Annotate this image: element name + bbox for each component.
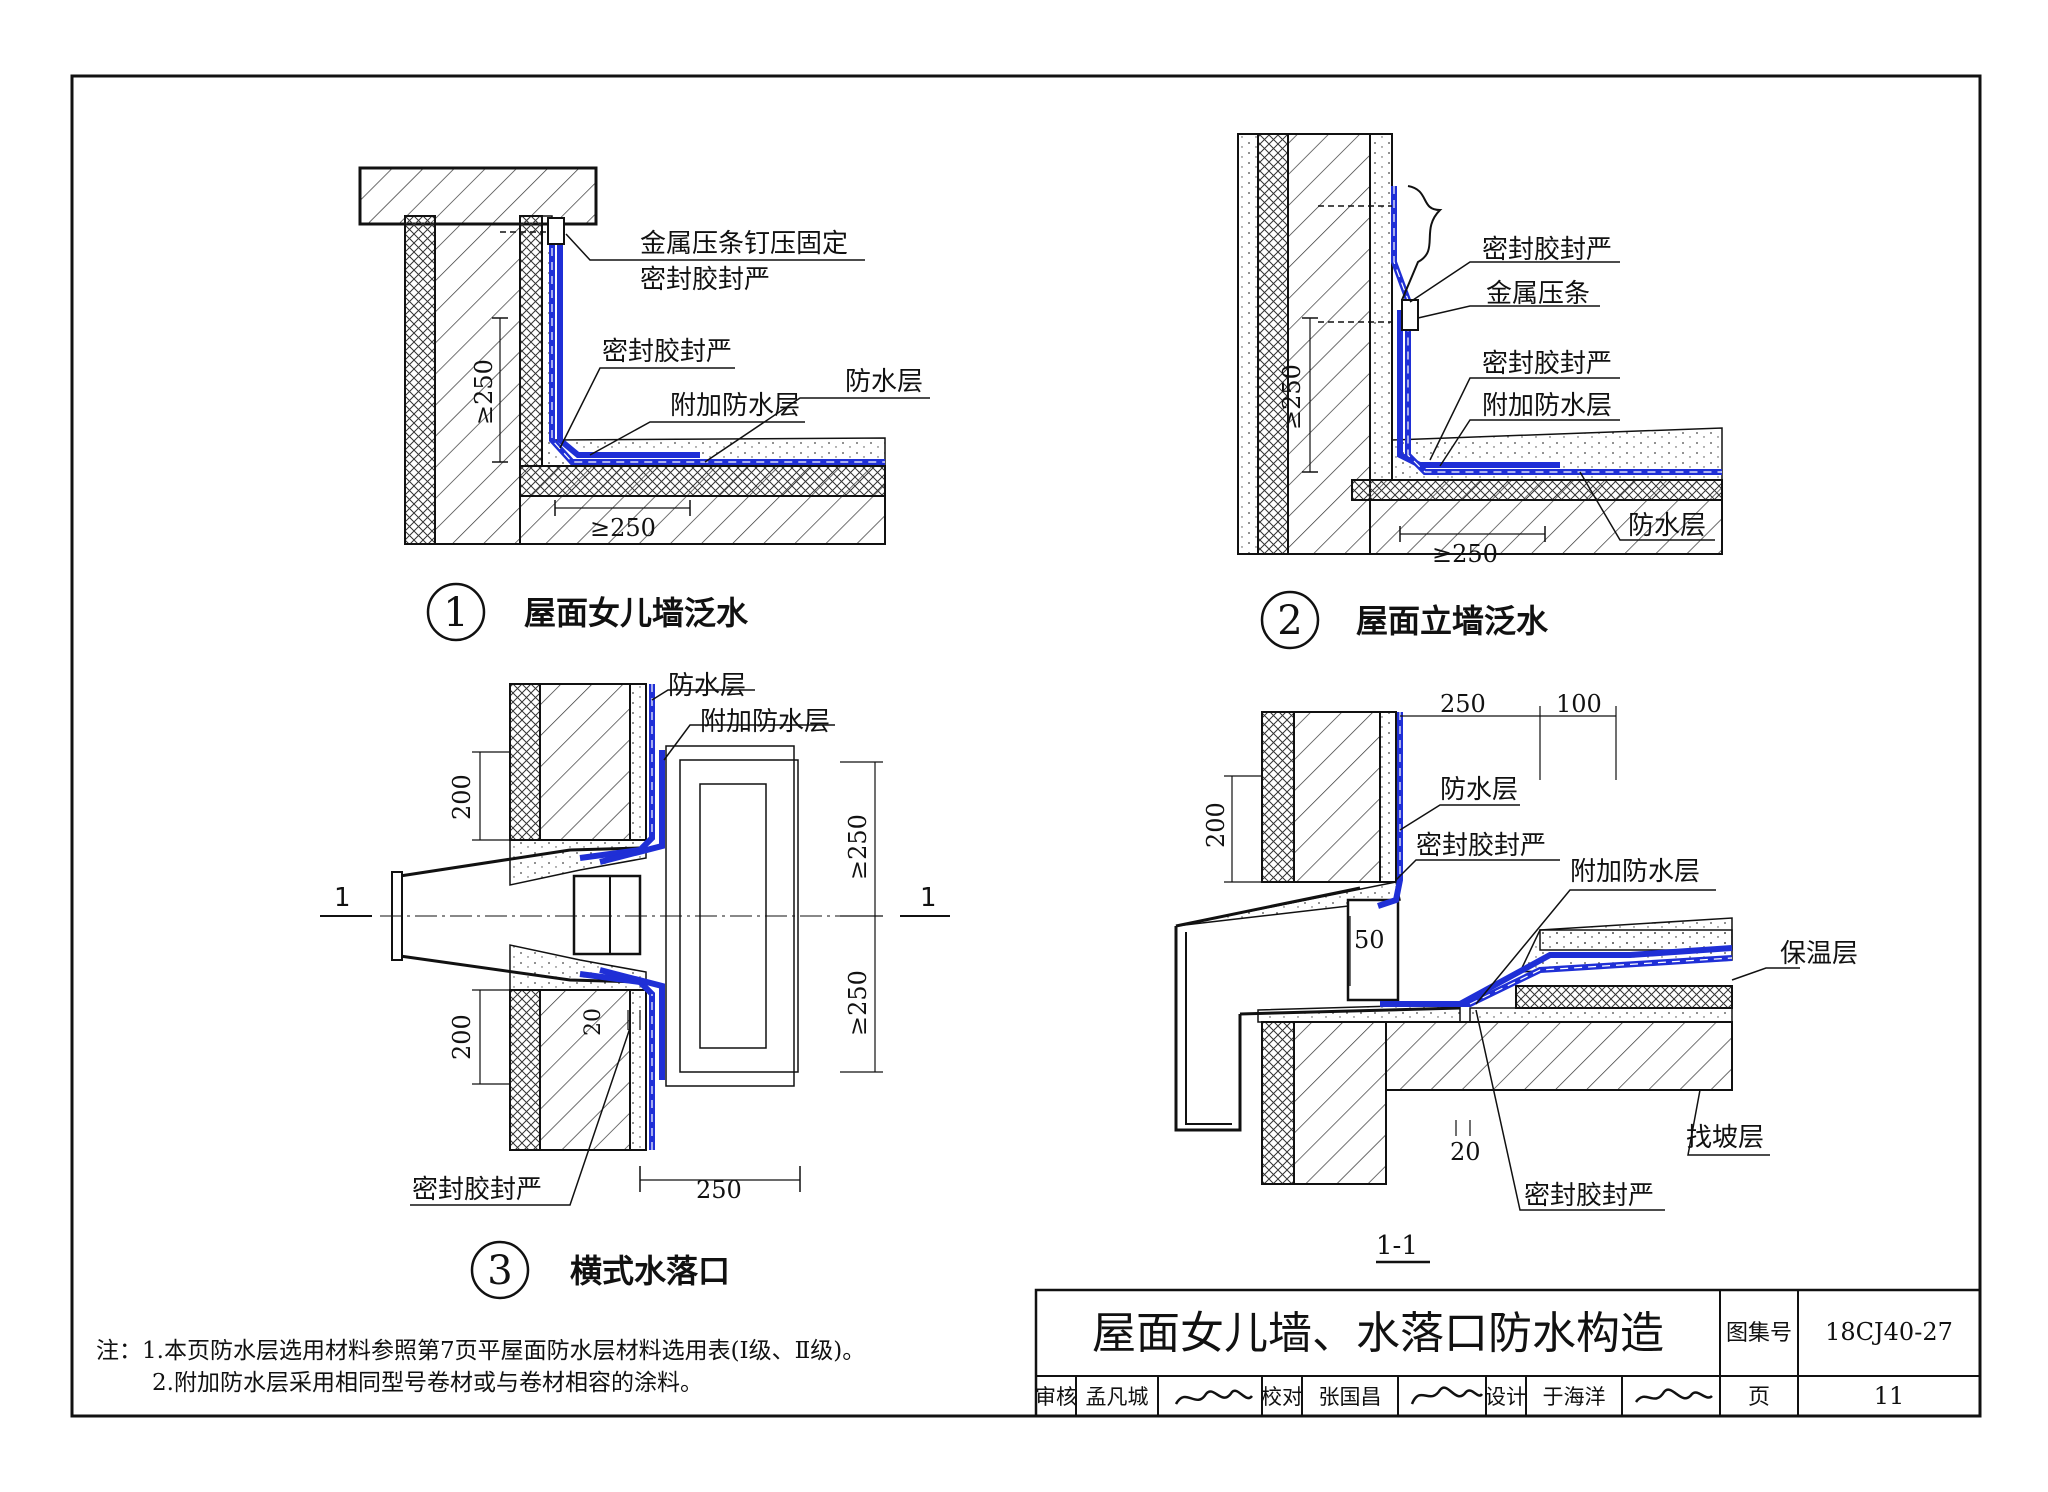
section-1-1-label-2: 密封胶封严 (1416, 831, 1546, 861)
detail-3-dim-4: ≥250 (844, 970, 872, 1036)
section-1-1-label-4: 保温层 (1780, 939, 1858, 969)
detail-2-number: 2 (1277, 598, 1302, 644)
detail-3-dim-3: ≥250 (844, 814, 872, 880)
detail-2-drawing (1237, 133, 1723, 650)
detail-2-label-2: 金属压条 (1486, 279, 1590, 309)
title-block-atlas-value: 18CJ40-27 (1825, 1318, 1953, 1346)
section-1-1-label-6: 密封胶封严 (1524, 1181, 1654, 1211)
detail-3-dim-6: 250 (696, 1176, 742, 1204)
detail-3-title: 横式水落口 (570, 1252, 730, 1290)
detail-2-label-5: 防水层 (1628, 511, 1706, 541)
section-1-1-drawing (1174, 706, 1800, 1264)
detail-1-drawing (358, 166, 930, 642)
detail-3-dim-2: 200 (448, 1014, 476, 1060)
detail-1-label-2: 密封胶封严 (640, 265, 770, 295)
section-1-1-title: 1-1 (1376, 1231, 1418, 1261)
title-block-check-name: 张国昌 (1319, 1385, 1382, 1409)
title-block-check-label: 校对 (1261, 1385, 1303, 1409)
detail-2-title: 屋面立墙泛水 (1356, 602, 1549, 640)
detail-3-section-mark-left: 1 (334, 883, 351, 913)
title-block-page-value: 11 (1874, 1382, 1905, 1410)
detail-3-number: 3 (487, 1248, 512, 1294)
section-1-1-dim-2: 100 (1556, 690, 1602, 718)
sheet-frame (70, 74, 1982, 1418)
section-1-1-dim-1: 250 (1440, 690, 1486, 718)
title-block-title: 屋面女儿墙、水落口防水构造 (1092, 1308, 1664, 1359)
note-line-1: 注：1.本页防水层选用材料参照第7页平屋面防水层材料选用表(Ⅰ级、Ⅱ级)。 (96, 1338, 865, 1364)
title-block-page-label: 页 (1748, 1385, 1770, 1410)
detail-3-label-1: 防水层 (668, 671, 746, 701)
detail-3-drawing (320, 683, 950, 1300)
section-1-1-dim-5: 20 (1450, 1138, 1481, 1166)
signature-checker (1410, 1386, 1484, 1405)
title-block-design-name: 于海洋 (1543, 1385, 1606, 1409)
detail-3-dim-1: 200 (448, 774, 476, 820)
detail-1-label-4: 附加防水层 (670, 391, 800, 421)
section-1-1-dim-4: 50 (1354, 926, 1385, 954)
title-block-design-label: 设计 (1485, 1385, 1527, 1409)
detail-1-title: 屋面女儿墙泛水 (524, 594, 749, 632)
title-block-atlas-label: 图集号 (1726, 1321, 1792, 1346)
signature-designer (1634, 1388, 1713, 1403)
section-1-1-dim-3: 200 (1202, 802, 1230, 848)
detail-1-label-5: 防水层 (845, 367, 923, 397)
detail-1-label-1: 金属压条钉压固定 (640, 229, 848, 259)
detail-1-dim-horizontal: ≥250 (590, 514, 656, 542)
detail-1-number: 1 (443, 590, 468, 636)
detail-3-dim-5: 20 (581, 1008, 606, 1036)
detail-2-label-1: 密封胶封严 (1482, 235, 1612, 265)
section-1-1-label-3: 附加防水层 (1570, 857, 1700, 887)
detail-1-dim-vertical: ≥250 (470, 359, 498, 425)
section-1-1-label-5: 找坡层 (1686, 1123, 1764, 1153)
note-line-2: 2.附加防水层采用相同型号卷材或与卷材相容的涂料。 (152, 1370, 703, 1396)
detail-2-label-4: 附加防水层 (1482, 391, 1612, 421)
section-1-1-label-1: 防水层 (1440, 775, 1518, 805)
detail-1-label-3: 密封胶封严 (602, 337, 732, 367)
detail-3-label-3: 密封胶封严 (412, 1175, 542, 1205)
title-block (1034, 1288, 1982, 1418)
detail-2-dim-vertical: ≥250 (1278, 364, 1306, 430)
detail-3-section-mark-right: 1 (920, 883, 937, 913)
detail-3-label-2: 附加防水层 (700, 707, 830, 737)
title-block-review-label: 审核 (1035, 1385, 1077, 1409)
detail-2-label-3: 密封胶封严 (1482, 349, 1612, 379)
signature-reviewer (1174, 1389, 1253, 1405)
title-block-review-name: 孟凡城 (1086, 1385, 1149, 1409)
detail-2-dim-horizontal: ≥250 (1432, 540, 1498, 568)
